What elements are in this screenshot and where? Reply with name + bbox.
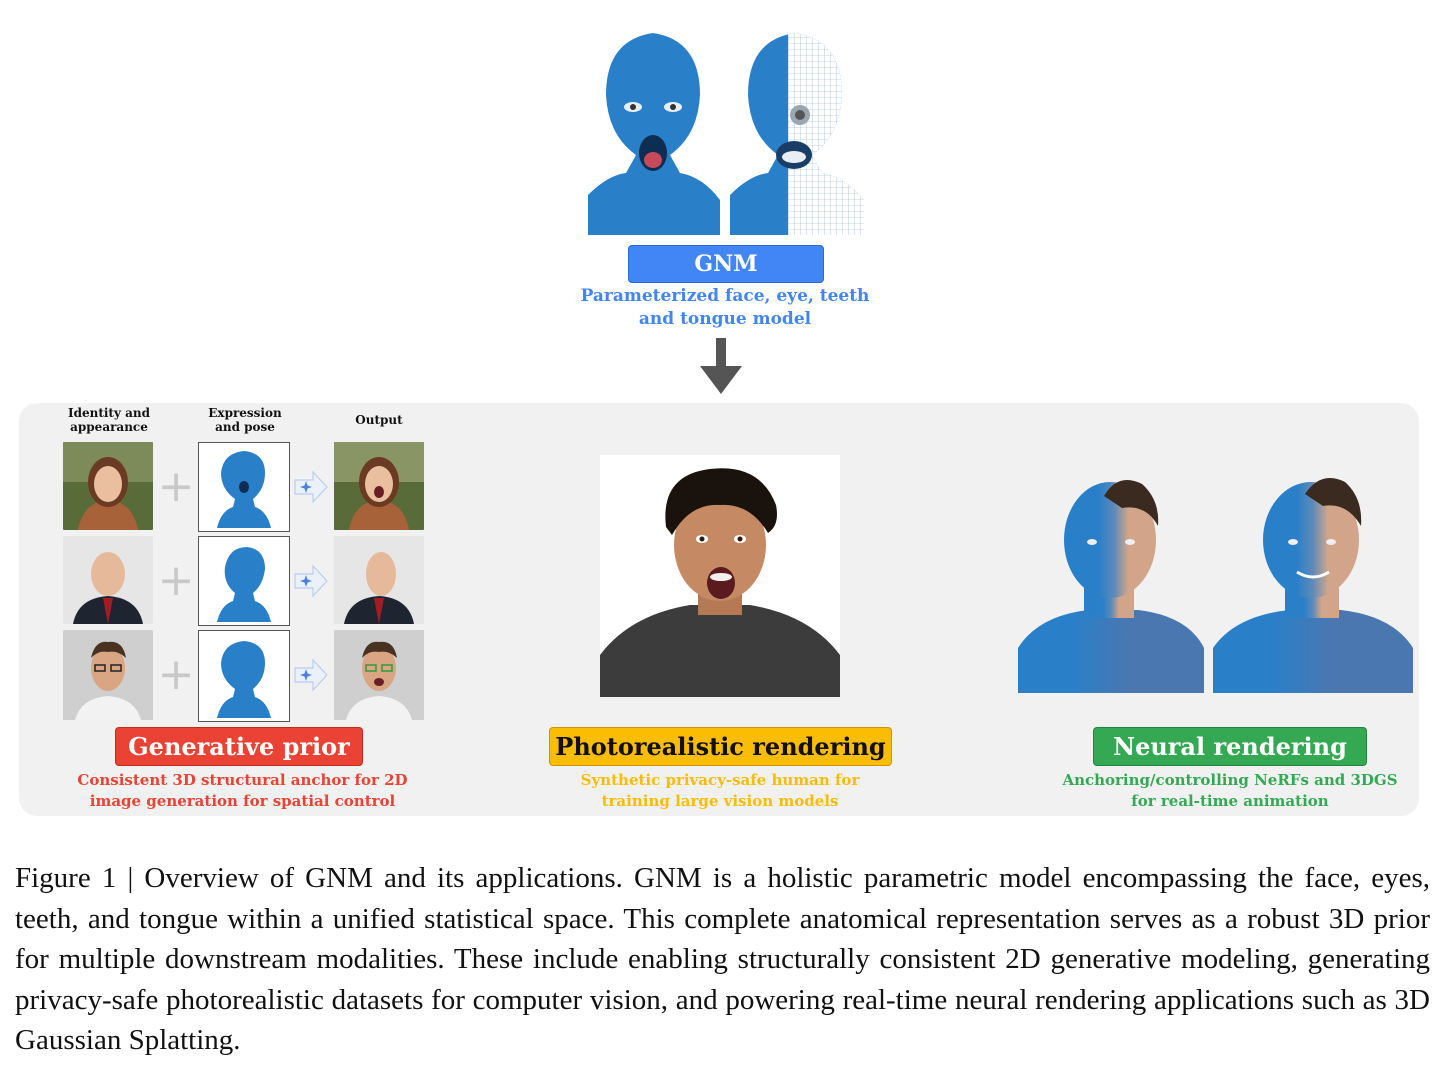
generative-sub-line1: Consistent 3D structural anchor for 2D [77, 771, 408, 789]
plus-icon: + [157, 555, 195, 606]
gnm-subtitle-line1: Parameterized face, eye, teeth [580, 286, 870, 306]
identity-photo-young-man [63, 630, 153, 720]
down-arrow-icon [700, 338, 742, 394]
plus-icon: + [157, 461, 195, 512]
expression-mesh-1 [198, 442, 290, 532]
generative-prior-label: Generative prior [115, 727, 363, 766]
neural-render-head-2 [1213, 468, 1413, 693]
output-photo-old-man [334, 536, 424, 624]
col-header-expression: Expression and pose [208, 406, 282, 434]
output-photo-young-man [334, 630, 424, 720]
generate-arrow-icon [293, 658, 329, 692]
neural-rendering-description: Anchoring/controlling NeRFs and 3DGS for… [1040, 770, 1420, 812]
gnm-subtitle-line2: and tongue model [638, 309, 812, 329]
neural-sub-line2: for real-time animation [1131, 792, 1329, 810]
photoreal-render-man [600, 455, 840, 697]
plus-icon: + [157, 649, 195, 700]
gnm-mesh-head-solid [578, 25, 728, 235]
col-header-output: Output [355, 413, 403, 427]
output-photo-woman [334, 442, 424, 530]
generative-prior-description: Consistent 3D structural anchor for 2D i… [60, 770, 425, 812]
photorealistic-rendering-label: Photorealistic rendering [549, 727, 892, 766]
gnm-label: GNM [628, 245, 824, 283]
identity-photo-woman [63, 442, 153, 530]
identity-photo-old-man [63, 536, 153, 624]
gnm-mesh-head-wireframe [722, 25, 872, 235]
neural-rendering-label: Neural rendering [1093, 727, 1367, 766]
expression-mesh-3 [198, 630, 290, 722]
expression-mesh-2 [198, 536, 290, 626]
col-header-identity: Identity and appearance [67, 406, 151, 434]
generative-sub-line2: image generation for spatial control [89, 792, 396, 810]
photoreal-sub-line2: training large vision models [601, 792, 839, 810]
neural-sub-line1: Anchoring/controlling NeRFs and 3DGS [1062, 771, 1398, 789]
photoreal-sub-line1: Synthetic privacy-safe human for [580, 771, 860, 789]
neural-render-head-1 [1018, 468, 1204, 693]
photorealistic-rendering-description: Synthetic privacy-safe human for trainin… [540, 770, 900, 812]
figure-caption: Figure 1 | Overview of GNM and its appli… [15, 862, 1430, 1057]
generate-arrow-icon [293, 470, 329, 504]
gnm-subtitle: Parameterized face, eye, teeth and tongu… [560, 285, 890, 331]
generate-arrow-icon [293, 564, 329, 598]
